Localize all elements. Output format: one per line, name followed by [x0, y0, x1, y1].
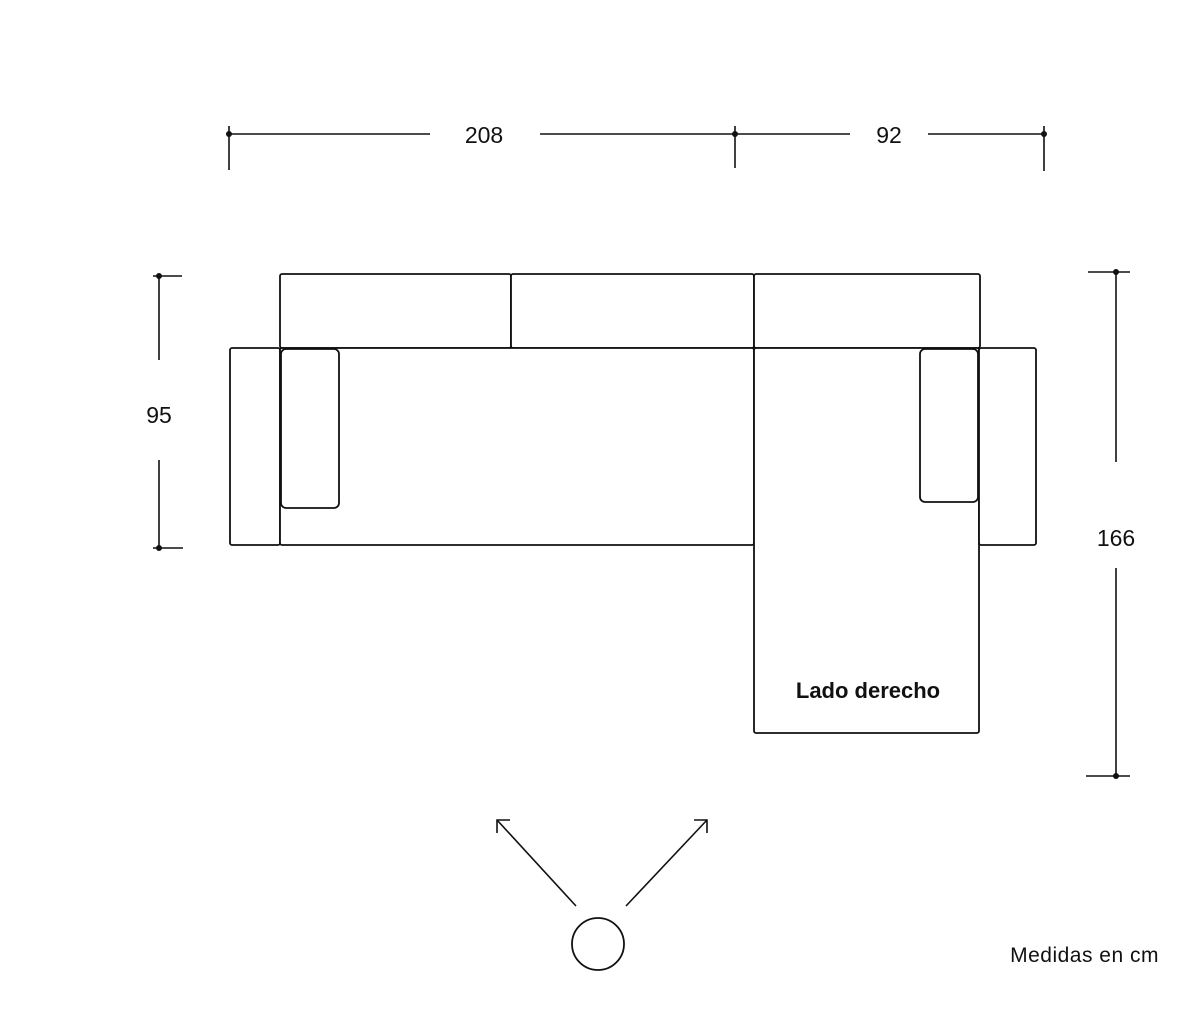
- sofa-depth-label: 95: [146, 402, 172, 428]
- right-armrest: [978, 347, 1037, 546]
- sofa-outline: Lado derecho: [229, 273, 1037, 734]
- viewer-circle-icon: [571, 917, 625, 971]
- left-dimension: 95: [146, 273, 183, 551]
- sofa-width-label: 208: [465, 122, 503, 148]
- chaise-width-label: 92: [876, 122, 902, 148]
- chaise-depth-label: 166: [1097, 525, 1135, 551]
- left-cushion: [280, 348, 340, 509]
- seat: [279, 347, 755, 546]
- backrest-center: [510, 273, 755, 349]
- view-direction-arrows-icon: [496, 819, 708, 907]
- right-cushion: [919, 348, 979, 503]
- left-armrest: [229, 347, 281, 546]
- top-dimension: 208 92: [226, 122, 1047, 171]
- backrest-left: [279, 273, 512, 349]
- chaise-side-label: Lado derecho: [796, 678, 940, 703]
- right-dimension: 166: [1086, 269, 1135, 779]
- units-note: Medidas en cm: [1010, 944, 1159, 967]
- backrest-right: [753, 273, 981, 349]
